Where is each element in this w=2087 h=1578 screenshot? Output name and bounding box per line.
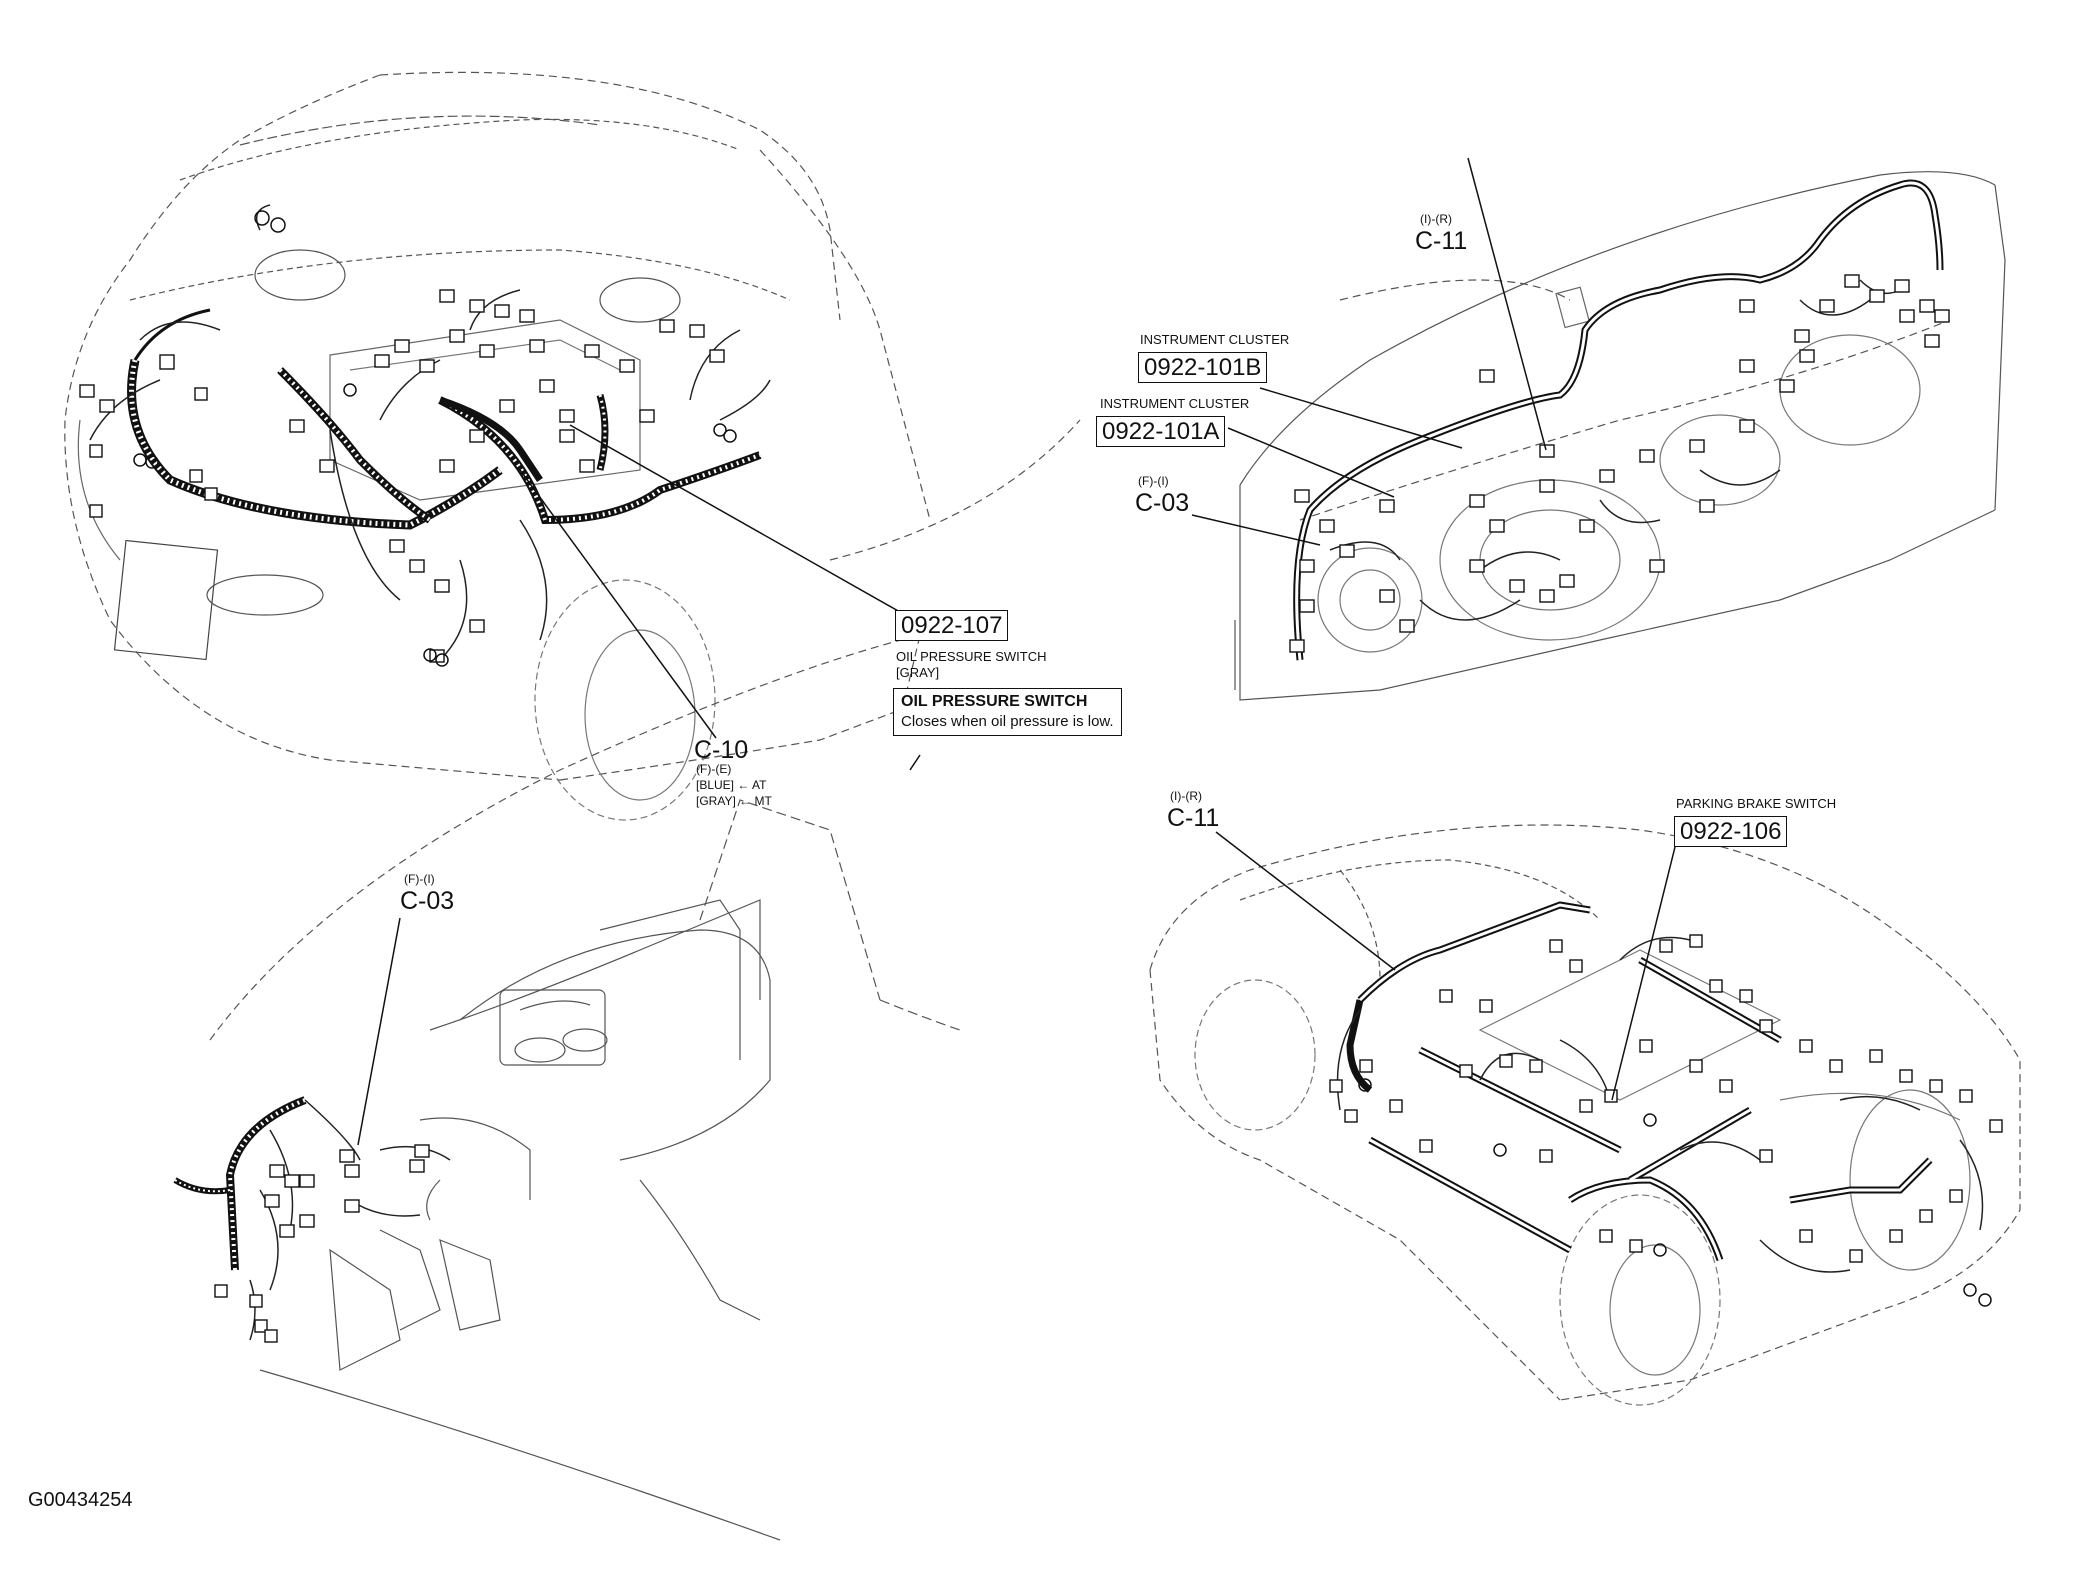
figure-id: G00434254 <box>28 1489 133 1511</box>
part-0922-107: 0922-107 <box>895 610 1009 641</box>
foot-c03-position: (F)-(I) <box>404 872 435 886</box>
body-c11-code: C-11 <box>1167 804 1220 832</box>
c10-gray-mt: [GRAY] ← MT <box>696 794 772 808</box>
body-c11-position: (I)-(R) <box>1170 789 1202 803</box>
cluster-b-caption: INSTRUMENT CLUSTER <box>1140 332 1290 347</box>
part-0922-101a: 0922-101A <box>1096 416 1226 447</box>
oil-switch-note: OIL PRESSURE SWITCH Closes when oil pres… <box>893 688 1122 736</box>
dash-c11-code: C-11 <box>1415 227 1468 255</box>
parking-brake-caption: PARKING BRAKE SWITCH <box>1676 796 1837 811</box>
dash-c11-position: (I)-(R) <box>1420 212 1452 226</box>
oil-switch-color: [GRAY] <box>896 665 940 680</box>
dashboard-view <box>1234 171 2006 701</box>
footwell-view <box>209 634 961 1541</box>
c10-code: C-10 <box>694 736 749 764</box>
footwell-harness <box>173 917 451 1343</box>
c10-position: (F)-(E) <box>696 762 732 776</box>
vehicle-body-view <box>1149 824 2021 1406</box>
oil-switch-note-text: Closes when oil pressure is low. <box>901 713 1114 730</box>
dashboard-harness <box>1191 157 1950 661</box>
oil-switch-note-title: OIL PRESSURE SWITCH <box>901 693 1088 710</box>
cluster-a-caption: INSTRUMENT CLUSTER <box>1100 396 1250 411</box>
engine-harness <box>79 204 921 771</box>
part-0922-101b: 0922-101B <box>1138 352 1268 383</box>
dash-c03-code: C-03 <box>1135 489 1190 517</box>
dash-c03-position: (F)-(I) <box>1138 474 1169 488</box>
body-harness <box>1215 831 2003 1307</box>
c10-blue-at: [BLUE] ← AT <box>696 778 767 792</box>
part-0922-106: 0922-106 <box>1674 816 1788 847</box>
foot-c03-code: C-03 <box>400 887 455 915</box>
oil-switch-caption: OIL PRESSURE SWITCH <box>896 649 1047 664</box>
engine-bay-view <box>64 71 1081 821</box>
